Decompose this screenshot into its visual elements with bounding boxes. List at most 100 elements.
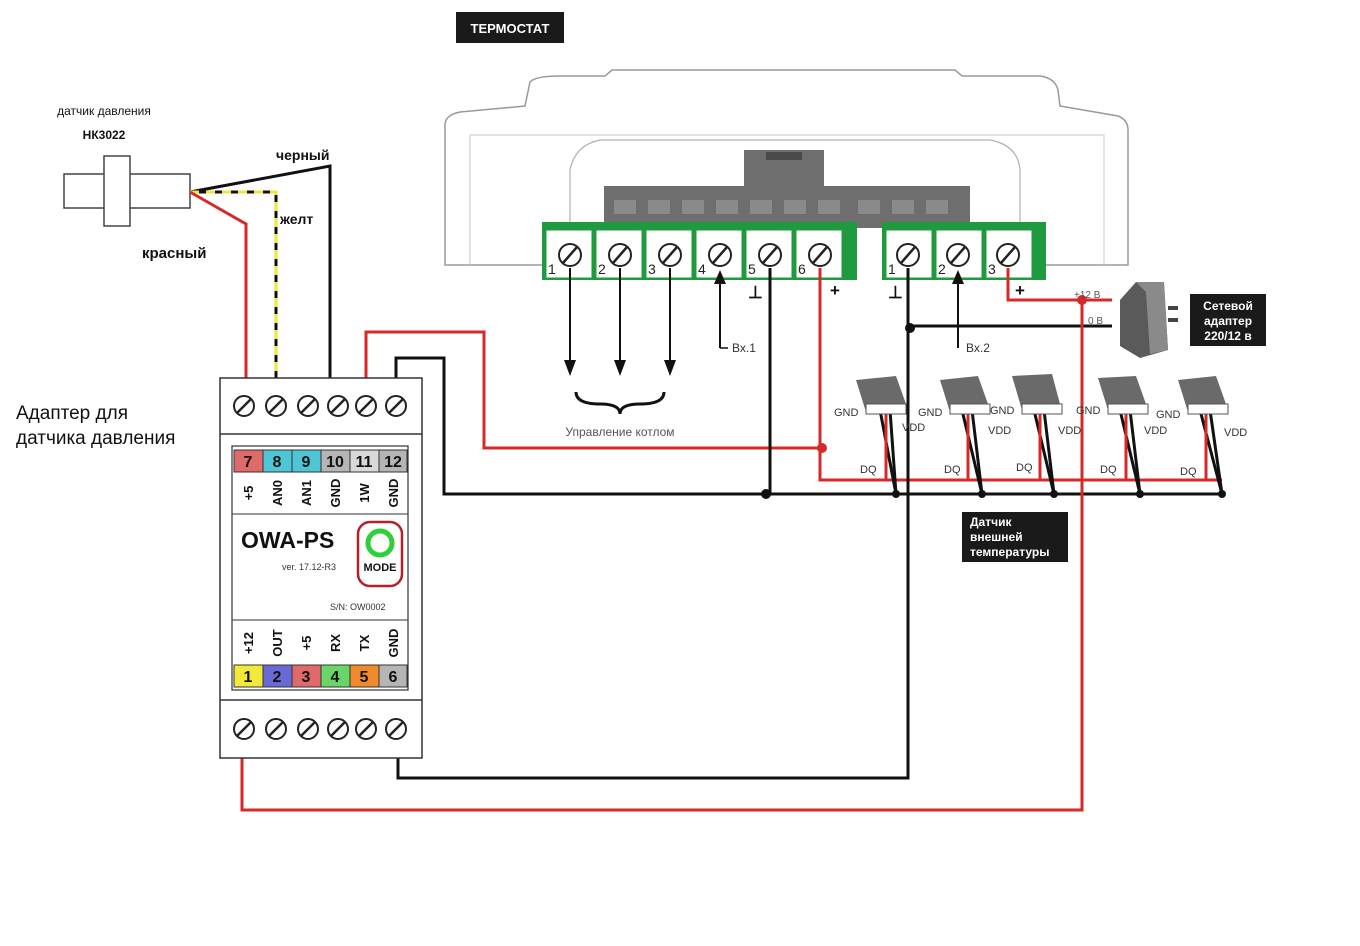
terminal-screw	[558, 243, 582, 267]
zero-v-label: 0 В	[1088, 316, 1103, 327]
pin-label: 1W	[357, 483, 372, 503]
top-pin-numbers: 7 8 9 10 11 12 +5 AN0 AN1 GND 1W GND	[232, 449, 408, 515]
pin-number: 1	[244, 669, 253, 686]
terminal-number: 1	[548, 261, 556, 277]
sensor-title: датчик давления	[57, 104, 151, 118]
pin-number: 5	[360, 669, 369, 686]
pin-label: RX	[328, 634, 343, 652]
terminal-number: 2	[598, 261, 606, 277]
device-version: ver. 17.12-R3	[282, 562, 336, 572]
thermostat-housing	[444, 69, 1129, 280]
pin-label: AN0	[270, 480, 285, 506]
pin-label: GND	[328, 479, 343, 508]
input2-label: Вх.2	[966, 341, 990, 355]
svg-text:DQ: DQ	[944, 464, 961, 476]
terminal-number: 5	[748, 261, 756, 277]
device-screw	[265, 395, 287, 417]
pin-label: GND	[386, 479, 401, 508]
terminal-number: 4	[698, 261, 706, 277]
pin-number: 3	[302, 669, 311, 686]
pin-cell	[378, 664, 408, 688]
device-screw	[385, 395, 407, 417]
svg-text:DQ: DQ	[860, 464, 877, 476]
device-serial: S/N: OW0002	[330, 602, 386, 612]
device-screw	[327, 718, 349, 740]
svg-text:VDD: VDD	[988, 425, 1011, 437]
terminal-screw	[946, 243, 970, 267]
power-adapter: +12 В 0 В Сетевой адаптер 220/12 в	[1074, 282, 1266, 358]
input-arrows: Вх.1 Вх.2	[714, 270, 990, 355]
bottom-pin-numbers: 1 2 3 4 5 6	[233, 664, 408, 688]
outside-temp-line1: Датчик	[970, 515, 1012, 529]
outside-temp-line2: внешней	[970, 530, 1023, 544]
terminal-screw	[996, 243, 1020, 267]
terminal-screw	[758, 243, 782, 267]
temperature-sensor: GND VDD DQ	[1156, 376, 1247, 478]
terminal-screw	[658, 243, 682, 267]
pin-number: 11	[356, 454, 373, 471]
device-screw	[385, 718, 407, 740]
pin-label: OUT	[270, 629, 285, 657]
pin-label: +5	[241, 486, 256, 501]
terminal-screw	[708, 243, 732, 267]
top-screws	[233, 395, 407, 417]
svg-text:GND: GND	[918, 407, 943, 419]
adapter-title-line2: датчика давления	[16, 428, 175, 449]
power-adapter-line1: Сетевой	[1203, 299, 1253, 313]
terminal-screw	[608, 243, 632, 267]
pin-label: TX	[357, 634, 372, 651]
plus-mark: +	[1015, 281, 1025, 300]
device-name: OWA-PS	[241, 527, 334, 553]
pin-cell	[378, 449, 408, 473]
device-screw	[233, 395, 255, 417]
ground-mark: ⊥	[748, 283, 763, 302]
sensor-model: НК3022	[83, 128, 126, 142]
svg-text:GND: GND	[990, 405, 1015, 417]
pin-label: GND	[386, 629, 401, 658]
svg-text:VDD: VDD	[902, 422, 925, 434]
thermostat-badge: ТЕРМОСТАТ	[456, 12, 564, 43]
terminal-block-left: 1 2 3 4 5 6	[542, 222, 857, 280]
terminal-block-right: 1 2 3	[882, 222, 1046, 280]
device-screw	[327, 395, 349, 417]
pin-number: 6	[389, 669, 398, 686]
wire-red-label: красный	[142, 245, 206, 262]
input1-label: Вх.1	[732, 341, 756, 355]
wire-black-label: черный	[276, 147, 329, 163]
pin-label: AN1	[299, 480, 314, 506]
bottom-screws	[233, 718, 407, 740]
svg-text:DQ: DQ	[1016, 462, 1033, 474]
device-screw	[297, 395, 319, 417]
temperature-sensor: GND VDD DQ	[918, 376, 1011, 476]
terminal-number: 6	[798, 261, 806, 277]
boiler-control-outputs: Управление котлом	[564, 268, 676, 439]
svg-text:GND: GND	[1076, 405, 1101, 417]
pin-number: 9	[302, 454, 311, 471]
pin-number: 4	[331, 669, 340, 686]
pin-number: 10	[326, 454, 344, 471]
terminal-screw	[808, 243, 832, 267]
pin-number: 7	[244, 454, 253, 471]
wire-yellow-label: желт	[279, 211, 313, 227]
svg-text:VDD: VDD	[1144, 425, 1167, 437]
thermostat-label: ТЕРМОСТАТ	[471, 21, 550, 36]
pin-label: +12	[241, 632, 256, 654]
wires	[189, 164, 1226, 812]
svg-text:GND: GND	[1156, 409, 1181, 421]
pressure-sensor: датчик давления НК3022	[57, 104, 191, 227]
temperature-sensors: GND VDD DQ GND VDD DQ GND VDD DQ GND VDD…	[834, 374, 1247, 478]
svg-text:VDD: VDD	[1058, 425, 1081, 437]
outside-temp-badge: Датчик внешней температуры	[962, 512, 1068, 562]
temperature-sensor: GND VDD DQ	[834, 376, 925, 476]
terminal-screw	[896, 243, 920, 267]
power-adapter-line3: 220/12 в	[1204, 329, 1251, 343]
temperature-sensor: GND VDD DQ	[1076, 376, 1167, 476]
ground-mark: ⊥	[888, 283, 903, 302]
device-screw	[297, 718, 319, 740]
mode-button[interactable]: MODE	[356, 520, 404, 588]
boiler-control-label: Управление котлом	[565, 425, 674, 439]
terminal-number: 1	[888, 261, 896, 277]
terminal-number: 3	[988, 261, 996, 277]
device-screw	[265, 718, 287, 740]
